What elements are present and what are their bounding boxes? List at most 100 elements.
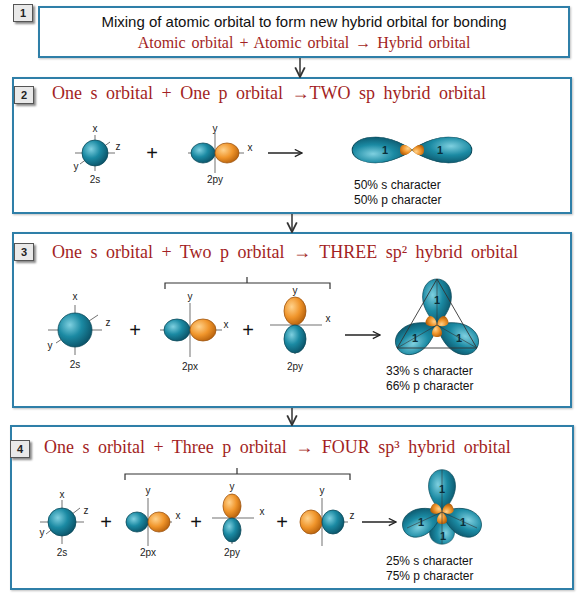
minor-lobe: [432, 325, 442, 337]
axis-label: y: [320, 485, 325, 496]
p-lobe: [322, 510, 344, 534]
lobe-number: 1: [434, 294, 440, 306]
p-orbital: [160, 303, 222, 357]
p-orbital: [212, 494, 254, 544]
axis-label: x: [73, 291, 78, 302]
minor-lobe: [400, 145, 412, 155]
orbital-label: 2py: [207, 174, 223, 185]
flow-arrow: [299, 58, 301, 77]
trigonal-frame: [397, 279, 477, 348]
hybrid-lobe: [398, 500, 448, 542]
axis-line: [190, 303, 191, 357]
hybrid-lobe: [423, 279, 452, 325]
orbital-label: 2s: [57, 547, 68, 558]
axis-label: y: [293, 285, 298, 296]
axis-line: [80, 142, 110, 164]
axis-label: z: [350, 510, 355, 521]
axis-label: y: [40, 527, 45, 538]
group-bracket: [165, 277, 330, 289]
axis-label: x: [224, 319, 229, 330]
p-lobe: [284, 325, 306, 353]
orbital-label: 2py: [224, 547, 240, 558]
hybrid-box: One s orbital + One p orbital →TWO sp hy…: [12, 77, 572, 214]
p-lobe: [164, 319, 190, 341]
axis-label: x: [326, 313, 331, 324]
axis-line: [95, 135, 96, 171]
axis-line: [48, 330, 102, 331]
orbital-label: 2s: [90, 174, 101, 185]
axis-line: [300, 522, 348, 523]
yield-arrow: [268, 152, 302, 153]
p-lobe: [215, 143, 239, 163]
hybrid-lobe: [429, 512, 454, 544]
axis-label: x: [248, 142, 253, 153]
s-sphere: [58, 313, 92, 347]
s-sphere: [82, 140, 108, 166]
lobe-number: 1: [460, 516, 466, 528]
p-lobe: [148, 512, 170, 532]
axis-line: [62, 500, 63, 544]
step-number-text: 3: [15, 244, 33, 260]
p-lobe: [223, 518, 241, 542]
axis-line: [56, 315, 98, 343]
sp-hybrid: [352, 137, 472, 163]
minor-lobe: [440, 502, 455, 516]
lobe-number: 1: [437, 144, 443, 156]
axis-line: [160, 330, 222, 331]
p-lobe: [300, 510, 322, 534]
group-bracket: [125, 468, 350, 480]
yield-arrow: [345, 334, 380, 335]
p-orbital: [270, 297, 322, 354]
axis-line: [75, 305, 76, 355]
step-number-text: 2: [15, 87, 33, 103]
axis-label: z: [116, 141, 121, 152]
intro-box: Mixing of atomic orbital to form new hyb…: [38, 6, 570, 58]
lobe-number: 1: [412, 332, 418, 344]
axis-label: x: [93, 123, 98, 134]
orbital-label: 2py: [287, 361, 303, 372]
character-text: 33% s character: [386, 364, 473, 379]
plus-sign: +: [129, 319, 141, 342]
character-text: 50% s character: [354, 178, 441, 193]
step-heading: One s orbital + One p orbital →TWO sp hy…: [52, 83, 486, 104]
minor-lobe: [424, 315, 439, 330]
bond-axis: [397, 279, 477, 348]
hybrid-lobe: [352, 137, 412, 163]
axis-label: z: [106, 317, 111, 328]
minor-lobe: [429, 502, 444, 516]
hybrid-lobe: [412, 137, 472, 163]
s-orbital: [75, 135, 115, 171]
plus-sign: +: [190, 511, 202, 534]
plus-sign: +: [242, 319, 254, 342]
lobe-number: 1: [440, 530, 446, 542]
axis-label: x: [260, 506, 265, 517]
plus-sign: +: [146, 142, 158, 165]
axis-label: y: [230, 481, 235, 492]
step-number-text: 4: [11, 441, 29, 457]
axis-label: y: [188, 291, 193, 302]
minor-lobe: [435, 315, 450, 330]
intro-text: Mixing of atomic orbital to form new hyb…: [40, 13, 568, 30]
p-lobe: [191, 143, 215, 163]
axis-line: [188, 153, 244, 154]
hybrid-lobe: [429, 470, 456, 512]
axis-line: [126, 522, 172, 523]
step-number: 2: [14, 86, 34, 104]
step-number: 1: [13, 4, 33, 22]
character-text: 75% p character: [386, 569, 473, 584]
lobe-number: 1: [418, 516, 424, 528]
s-orbital: [48, 305, 102, 355]
p-lobe: [223, 494, 241, 518]
step-heading: One s orbital + Two p orbital → THREE sp…: [52, 242, 518, 263]
axis-line: [232, 494, 233, 544]
p-orbital: [126, 498, 172, 546]
axis-label: y: [48, 340, 53, 351]
hybrid-lobe: [430, 313, 484, 361]
orbital-label: 2px: [182, 361, 198, 372]
hybrid-lobe: [436, 500, 486, 542]
p-lobe: [284, 297, 306, 325]
bond-axis: [407, 470, 477, 544]
character-text: 25% s character: [386, 554, 473, 569]
orbital-label: 2s: [70, 359, 81, 370]
